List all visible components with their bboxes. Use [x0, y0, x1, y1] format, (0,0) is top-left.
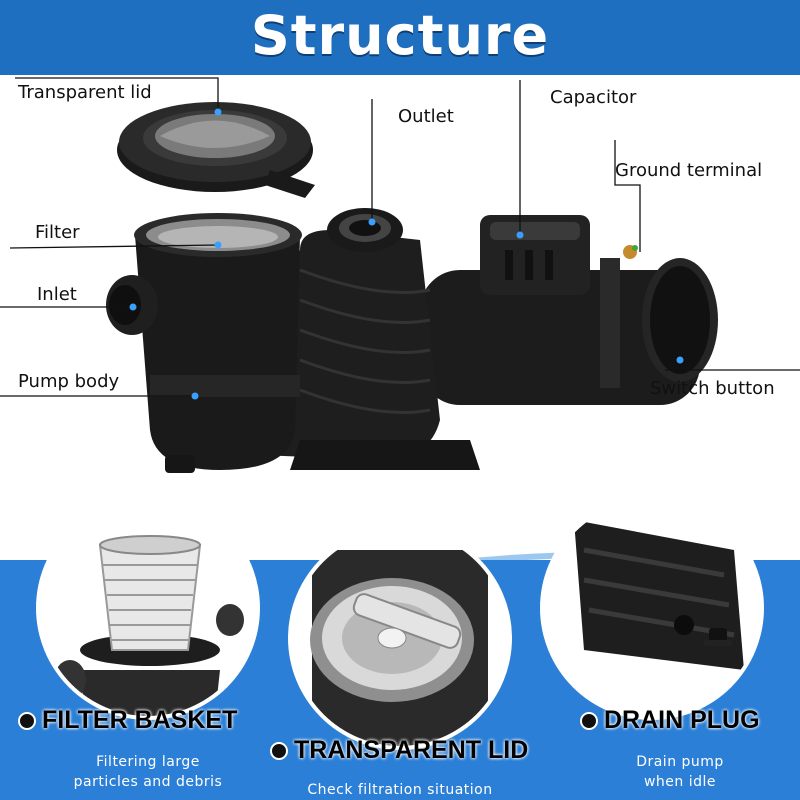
bullet-icon	[18, 712, 36, 731]
motor-graphic	[420, 258, 718, 405]
title-banner	[0, 0, 800, 75]
page-title: Structure	[250, 4, 550, 67]
feature-drain-plug-title: DRAIN PLUG	[580, 706, 760, 735]
feature-filter-basket-title: FILTER BASKET	[18, 706, 237, 735]
callout-pump-body: Pump body	[18, 371, 120, 392]
feature-drain-plug-description: Drain pump when idle	[636, 754, 724, 790]
strainer-pot-graphic	[106, 213, 302, 470]
leader-lines	[0, 77, 800, 397]
filter-basket-photo	[40, 500, 256, 716]
bullet-icon	[270, 742, 288, 761]
capacitor-graphic	[480, 215, 590, 295]
callout-ground-terminal: Ground terminal	[615, 160, 763, 181]
feature-filter-basket-description: Filtering large particles and debris	[73, 754, 223, 790]
callout-filter: Filter	[35, 222, 80, 243]
drain-plug-photo	[544, 500, 760, 716]
callout-inlet: Inlet	[37, 284, 77, 305]
leader-dots	[129, 108, 684, 400]
floating-lid-graphic	[117, 102, 315, 198]
bullet-icon	[580, 712, 598, 731]
callout-transparent-lid: Transparent lid	[18, 82, 152, 103]
pump-illustration	[0, 77, 800, 473]
callout-capacitor: Capacitor	[550, 87, 637, 108]
transparent-lid-photo	[292, 530, 508, 746]
feature-transparent-lid-description: Check filtration situation	[307, 782, 493, 798]
feature-transparent-lid-title: TRANSPARENT LID	[270, 736, 528, 765]
callout-switch-button: Switch button	[650, 378, 775, 399]
callout-outlet: Outlet	[398, 106, 454, 127]
pump-base-graphic	[290, 440, 480, 470]
